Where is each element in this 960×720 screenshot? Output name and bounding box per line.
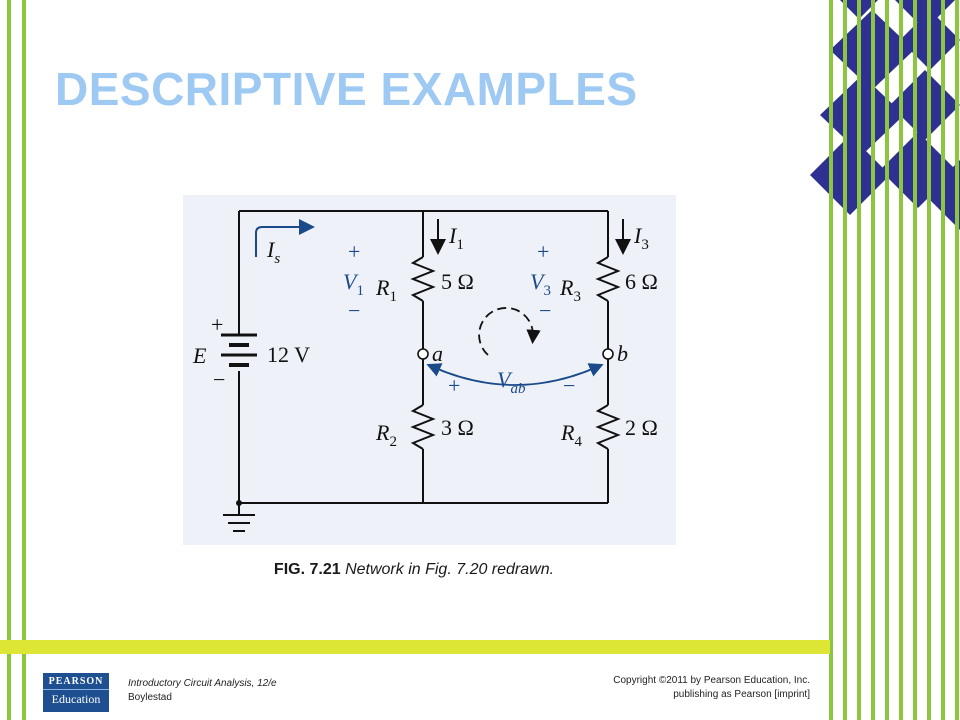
node-a-circle [417,348,429,360]
v1-plus: + [348,239,360,264]
stripe [941,0,945,720]
stripe [955,0,959,720]
v3-plus: + [537,239,549,264]
stripe [871,0,875,720]
stripe [927,0,931,720]
battery-plus: + [211,312,223,337]
r3-value: 6 Ω [625,269,658,294]
r2-label: R2 [375,420,397,450]
v3-label: V3 [530,269,551,299]
copyright-line2: publishing as Pearson [imprint] [673,689,810,700]
node-b-circle [602,348,614,360]
stripe [885,0,889,720]
node-b-label: b [617,341,628,366]
caption-number: FIG. 7.21 [273,561,341,578]
i1-label: I1 [448,223,464,253]
stripe [829,0,833,720]
ground-symbol [223,514,255,532]
resistor-r1 [410,256,436,302]
diamond-shape [810,135,890,215]
copyright: Copyright ©2011 by Pearson Education, In… [560,674,810,702]
pearson-logo: PEARSON Education [43,673,109,712]
ground-node [236,500,242,506]
circuit-diagram: + − E 12 V Is I1 I3 + V1 − R1 5 Ω + V3 −… [192,210,658,532]
vab-plus: + [448,373,460,398]
stripe [899,0,903,720]
book-info: Introductory Circuit Analysis, 12/e Boyl… [128,677,277,705]
figure-caption: FIG. 7.21 Network in Fig. 7.20 redrawn. [0,561,828,579]
vab-arrow [426,363,604,386]
current-arrow-is [255,219,315,257]
stripe [843,0,847,720]
source-value: 12 V [267,342,310,367]
v1-minus: − [348,298,360,323]
loop-arrow [478,307,541,356]
stripe [913,0,917,720]
r4-value: 2 Ω [625,415,658,440]
r2-value: 3 Ω [441,415,474,440]
source-label: E [192,343,207,368]
node-a-label: a [432,341,443,366]
left-stripe-1 [7,0,11,720]
caption-text: Network in Fig. 7.20 redrawn. [345,561,555,578]
bottom-bar [0,640,830,654]
i3-label: I3 [633,223,649,253]
left-stripe-2 [22,0,26,720]
copyright-line1: Copyright ©2011 by Pearson Education, In… [613,675,810,686]
battery-minus: − [213,367,225,392]
r3-label: R3 [559,275,581,305]
r1-value: 5 Ω [441,269,474,294]
v1-label: V1 [343,269,364,299]
v3-minus: − [539,298,551,323]
slide-title: DESCRIPTIVE EXAMPLES [55,63,638,115]
book-author: Boylestad [128,692,172,703]
logo-line2: Education [51,692,101,706]
r4-label: R4 [560,420,582,450]
logo-line1: PEARSON [43,676,109,690]
resistor-r2 [410,404,436,450]
diamond-shape [820,75,904,155]
r1-label: R1 [375,275,397,305]
vab-label: Vab [497,367,526,397]
is-label: Is [266,237,280,267]
vab-minus: − [563,373,575,398]
stripe [857,0,861,720]
book-title: Introductory Circuit Analysis, 12/e [128,678,277,689]
resistor-r3 [595,256,621,302]
resistor-r4 [595,404,621,450]
